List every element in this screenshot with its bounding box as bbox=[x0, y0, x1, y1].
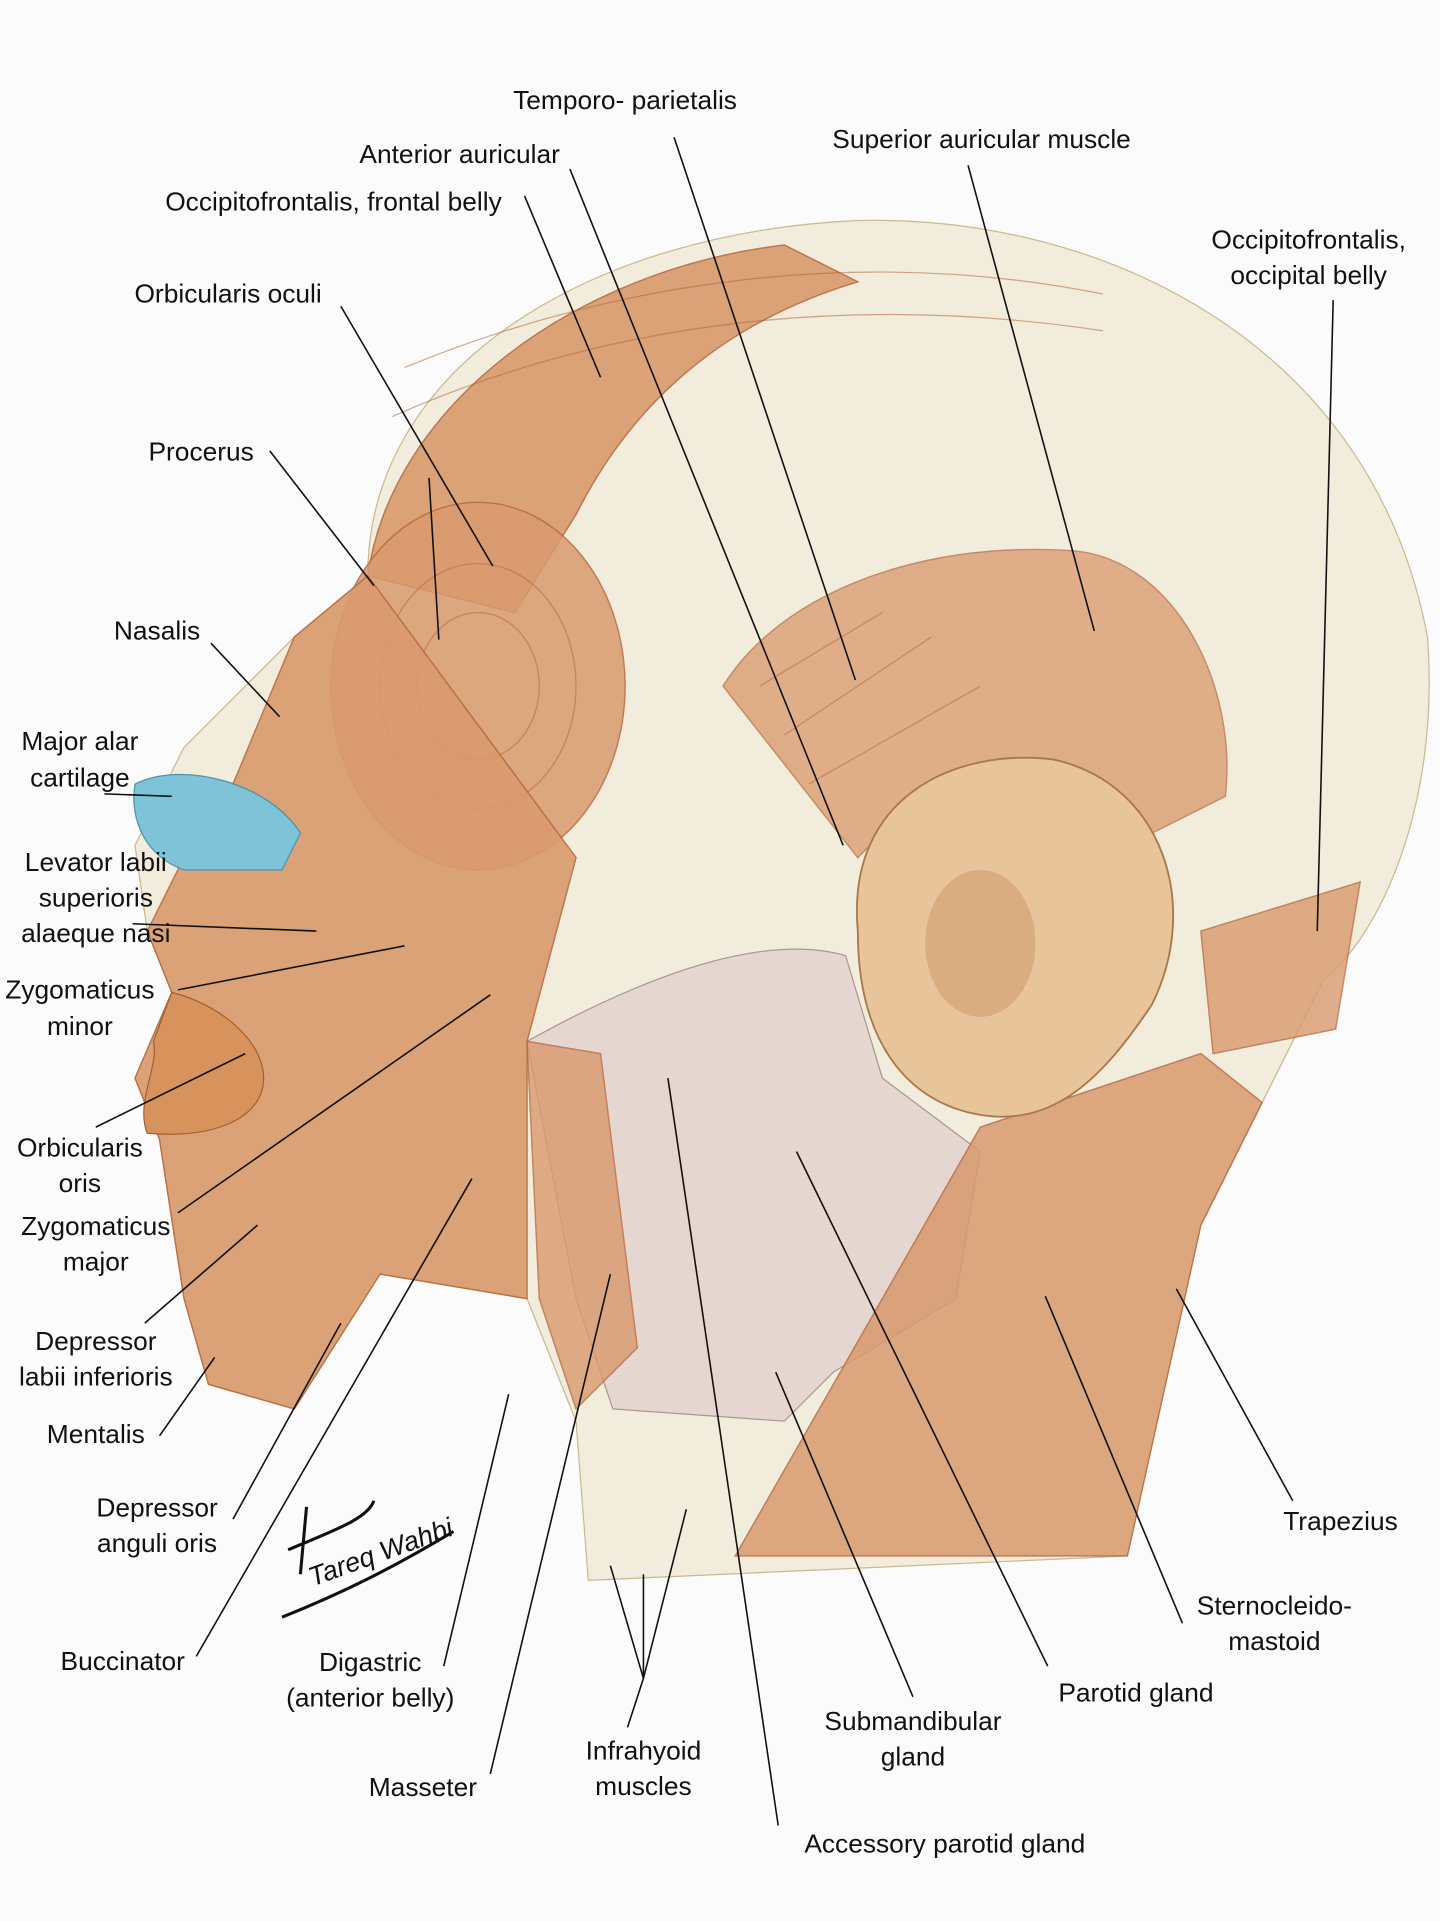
label-procerus: Procerus bbox=[148, 437, 253, 467]
label-mentalis: Mentalis bbox=[47, 1419, 145, 1449]
label-scm-1: Sternocleido- bbox=[1197, 1591, 1352, 1621]
label-superior-auricular: Superior auricular muscle bbox=[832, 124, 1131, 154]
label-temporoparietalis: Temporo- parietalis bbox=[513, 85, 737, 115]
label-zyg-minor-1: Zygomaticus bbox=[5, 974, 154, 1004]
label-levator-3: alaeque nasi bbox=[21, 918, 170, 948]
label-major-alar-1: Major alar bbox=[21, 726, 138, 756]
masseter-shape bbox=[526, 1040, 639, 1411]
label-infrahyoid-1: Infrahyoid bbox=[586, 1735, 702, 1765]
label-parotid: Parotid gland bbox=[1058, 1678, 1213, 1708]
lips bbox=[143, 991, 265, 1135]
label-nasalis: Nasalis bbox=[114, 616, 200, 646]
label-frontal-belly: Occipitofrontalis, frontal belly bbox=[165, 187, 502, 217]
label-submandibular-1: Submandibular bbox=[824, 1706, 1001, 1736]
label-orbicularis-oculi: Orbicularis oculi bbox=[134, 279, 321, 309]
label-submandibular-2: gland bbox=[881, 1741, 945, 1771]
head-illustration bbox=[133, 219, 1430, 1582]
label-dep-anguli-1: Depressor bbox=[96, 1493, 218, 1523]
label-zyg-major-2: major bbox=[63, 1246, 129, 1276]
label-orb-oris-2: oris bbox=[59, 1168, 101, 1198]
face-muscles bbox=[134, 574, 577, 1410]
label-zyg-major-1: Zygomaticus bbox=[21, 1211, 170, 1241]
label-anterior-auricular: Anterior auricular bbox=[359, 139, 560, 169]
label-occipital-belly-1: Occipitofrontalis, bbox=[1211, 225, 1406, 255]
label-major-alar-2: cartilage bbox=[30, 763, 130, 793]
leader-lines bbox=[95, 136, 1334, 1826]
label-levator-2: superioris bbox=[39, 883, 153, 913]
labels: Temporo- parietalis Anterior auricular S… bbox=[5, 85, 1406, 1858]
label-masseter: Masseter bbox=[369, 1772, 478, 1802]
label-digastric-2: (anterior belly) bbox=[286, 1683, 454, 1713]
label-accessory-parotid: Accessory parotid gland bbox=[804, 1828, 1085, 1858]
label-orb-oris-1: Orbicularis bbox=[17, 1133, 143, 1163]
label-buccinator: Buccinator bbox=[61, 1646, 186, 1676]
neck-muscles bbox=[734, 1052, 1264, 1557]
label-levator-1: Levator labii bbox=[25, 847, 167, 877]
label-dep-anguli-2: anguli oris bbox=[97, 1528, 217, 1558]
label-dep-labii-2: labii inferioris bbox=[19, 1362, 173, 1392]
label-dep-labii-1: Depressor bbox=[35, 1326, 157, 1356]
label-digastric-1: Digastric bbox=[319, 1647, 421, 1677]
label-scm-2: mastoid bbox=[1228, 1626, 1320, 1656]
label-occipital-belly-2: occipital belly bbox=[1230, 260, 1387, 290]
label-zyg-minor-2: minor bbox=[47, 1011, 113, 1041]
nose-cartilage bbox=[133, 773, 302, 871]
signature-text: Tareq Wahbi bbox=[304, 1512, 457, 1592]
label-trapezius: Trapezius bbox=[1283, 1506, 1398, 1536]
artist-signature: Tareq Wahbi bbox=[281, 1500, 458, 1619]
occipital-belly-shape bbox=[1200, 881, 1362, 1055]
label-infrahyoid-2: muscles bbox=[595, 1771, 692, 1801]
